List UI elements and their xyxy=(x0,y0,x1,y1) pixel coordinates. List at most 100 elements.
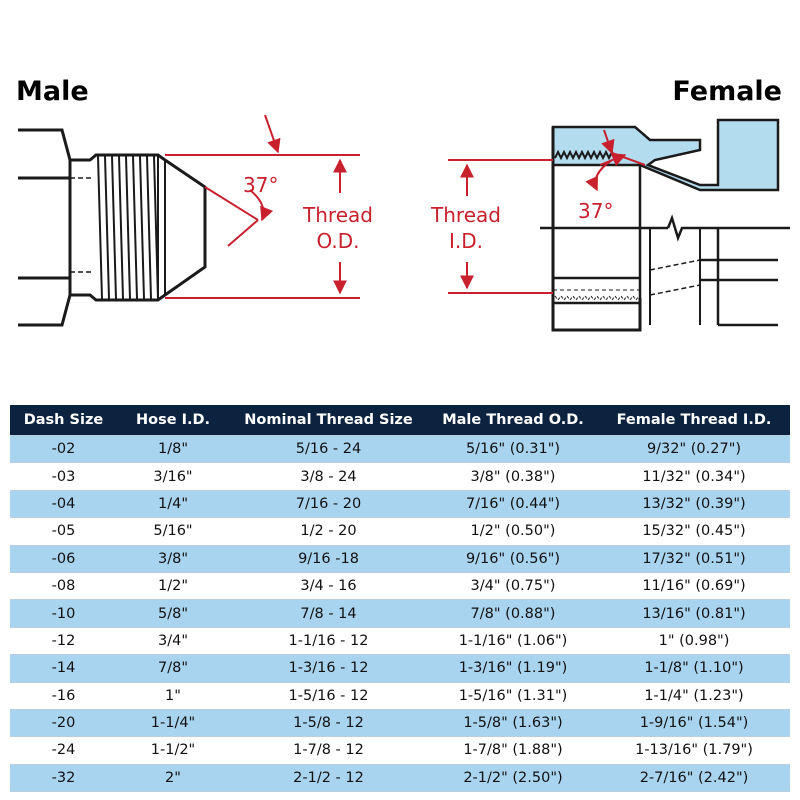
cell-nominal-thread-size: 1/2 - 20 xyxy=(229,517,428,546)
fitting-diagram: Male Female 37° Thread O.D. xyxy=(16,76,790,332)
cell-hose-id: 2" xyxy=(117,763,229,793)
cell-male-thread-od: 5/16" (0.31") xyxy=(428,434,598,463)
cell-female-thread-id: 11/16" (0.69") xyxy=(598,571,790,600)
cell-hose-id: 1/8" xyxy=(117,434,229,463)
cell-dash-size: -16 xyxy=(10,681,117,710)
cell-nominal-thread-size: 1-5/16 - 12 xyxy=(229,681,428,710)
cell-female-thread-id: 1-9/16" (1.54") xyxy=(598,708,790,737)
cell-dash-size: -03 xyxy=(10,462,117,491)
cell-dash-size: -04 xyxy=(10,489,117,518)
header-hose-id: Hose I.D. xyxy=(117,405,229,436)
cell-female-thread-id: 13/32" (0.39") xyxy=(598,489,790,518)
male-angle-label: 37° xyxy=(243,173,278,197)
cell-male-thread-od: 1/2" (0.50") xyxy=(428,517,598,546)
male-label: Male xyxy=(16,76,89,107)
cell-male-thread-od: 1-5/8" (1.63") xyxy=(428,708,598,737)
female-fitting-drawing xyxy=(540,118,790,332)
cell-nominal-thread-size: 3/8 - 24 xyxy=(229,462,428,491)
cell-female-thread-id: 11/32" (0.34") xyxy=(598,462,790,491)
cell-nominal-thread-size: 1-7/8 - 12 xyxy=(229,736,428,765)
cell-nominal-thread-size: 3/4 - 16 xyxy=(229,571,428,600)
cell-female-thread-id: 17/32" (0.51") xyxy=(598,544,790,573)
cell-male-thread-od: 3/8" (0.38") xyxy=(428,462,598,491)
female-id-label-line2: I.D. xyxy=(449,229,483,253)
cell-hose-id: 3/8" xyxy=(117,544,229,573)
male-fitting-drawing xyxy=(18,128,207,327)
table-header-row: Dash Size Hose I.D. Nominal Thread Size … xyxy=(10,405,790,436)
cell-male-thread-od: 1-3/16" (1.19") xyxy=(428,654,598,683)
cell-dash-size: -06 xyxy=(10,544,117,573)
cell-dash-size: -12 xyxy=(10,626,117,655)
cell-hose-id: 1" xyxy=(117,681,229,710)
cell-dash-size: -20 xyxy=(10,708,117,737)
cell-male-thread-od: 2-1/2" (2.50") xyxy=(428,763,598,793)
cell-dash-size: -24 xyxy=(10,736,117,765)
header-female-thread-id: Female Thread I.D. xyxy=(598,405,790,436)
female-label: Female xyxy=(672,76,782,107)
cell-dash-size: -14 xyxy=(10,654,117,683)
cell-nominal-thread-size: 1-3/16 - 12 xyxy=(229,654,428,683)
cell-hose-id: 3/16" xyxy=(117,462,229,491)
female-id-dimension xyxy=(448,129,646,294)
cell-male-thread-od: 9/16" (0.56") xyxy=(428,544,598,573)
cell-hose-id: 5/8" xyxy=(117,599,229,628)
cell-hose-id: 1-1/2" xyxy=(117,736,229,765)
cell-male-thread-od: 7/16" (0.44") xyxy=(428,489,598,518)
header-nominal-thread-size: Nominal Thread Size xyxy=(229,405,428,436)
female-id-label-line1: Thread xyxy=(430,203,501,227)
cell-female-thread-id: 1-1/4" (1.23") xyxy=(598,681,790,710)
cell-hose-id: 1-1/4" xyxy=(117,708,229,737)
cell-male-thread-od: 1-7/8" (1.88") xyxy=(428,736,598,765)
cell-female-thread-id: 13/16" (0.81") xyxy=(598,599,790,628)
cell-hose-id: 3/4" xyxy=(117,626,229,655)
male-od-label-line2: O.D. xyxy=(316,229,359,253)
cell-nominal-thread-size: 5/16 - 24 xyxy=(229,434,428,463)
cell-dash-size: -02 xyxy=(10,434,117,463)
cell-male-thread-od: 1-1/16" (1.06") xyxy=(428,626,598,655)
cell-hose-id: 1/2" xyxy=(117,571,229,600)
male-thread-lines xyxy=(97,155,159,300)
cell-hose-id: 5/16" xyxy=(117,517,229,546)
cell-nominal-thread-size: 7/8 - 14 xyxy=(229,599,428,628)
cell-dash-size: -08 xyxy=(10,571,117,600)
specs-table-wrap: Dash Size Hose I.D. Nominal Thread Size … xyxy=(10,405,790,793)
cell-female-thread-id: 1" (0.98") xyxy=(598,626,790,655)
cell-male-thread-od: 3/4" (0.75") xyxy=(428,571,598,600)
cell-nominal-thread-size: 2-1/2 - 12 xyxy=(229,763,428,793)
cell-dash-size: -05 xyxy=(10,517,117,546)
male-od-label-line1: Thread xyxy=(302,203,373,227)
female-angle-label: 37° xyxy=(578,199,613,223)
jic-thread-specs-table: Dash Size Hose I.D. Nominal Thread Size … xyxy=(10,405,790,793)
cell-nominal-thread-size: 1-5/8 - 12 xyxy=(229,708,428,737)
cell-hose-id: 7/8" xyxy=(117,654,229,683)
cell-hose-id: 1/4" xyxy=(117,489,229,518)
male-od-dimension xyxy=(165,114,360,299)
cell-nominal-thread-size: 9/16 -18 xyxy=(229,544,428,573)
cell-female-thread-id: 9/32" (0.27") xyxy=(598,434,790,463)
cell-female-thread-id: 1-1/8" (1.10") xyxy=(598,654,790,683)
cell-male-thread-od: 1-5/16" (1.31") xyxy=(428,681,598,710)
header-male-thread-od: Male Thread O.D. xyxy=(428,405,598,436)
cell-female-thread-id: 2-7/16" (2.42") xyxy=(598,763,790,793)
header-dash-size: Dash Size xyxy=(10,405,117,436)
cell-nominal-thread-size: 1-1/16 - 12 xyxy=(229,626,428,655)
cell-male-thread-od: 7/8" (0.88") xyxy=(428,599,598,628)
cell-nominal-thread-size: 7/16 - 20 xyxy=(229,489,428,518)
cell-dash-size: -32 xyxy=(10,763,117,793)
cell-female-thread-id: 15/32" (0.45") xyxy=(598,517,790,546)
cell-female-thread-id: 1-13/16" (1.79") xyxy=(598,736,790,765)
